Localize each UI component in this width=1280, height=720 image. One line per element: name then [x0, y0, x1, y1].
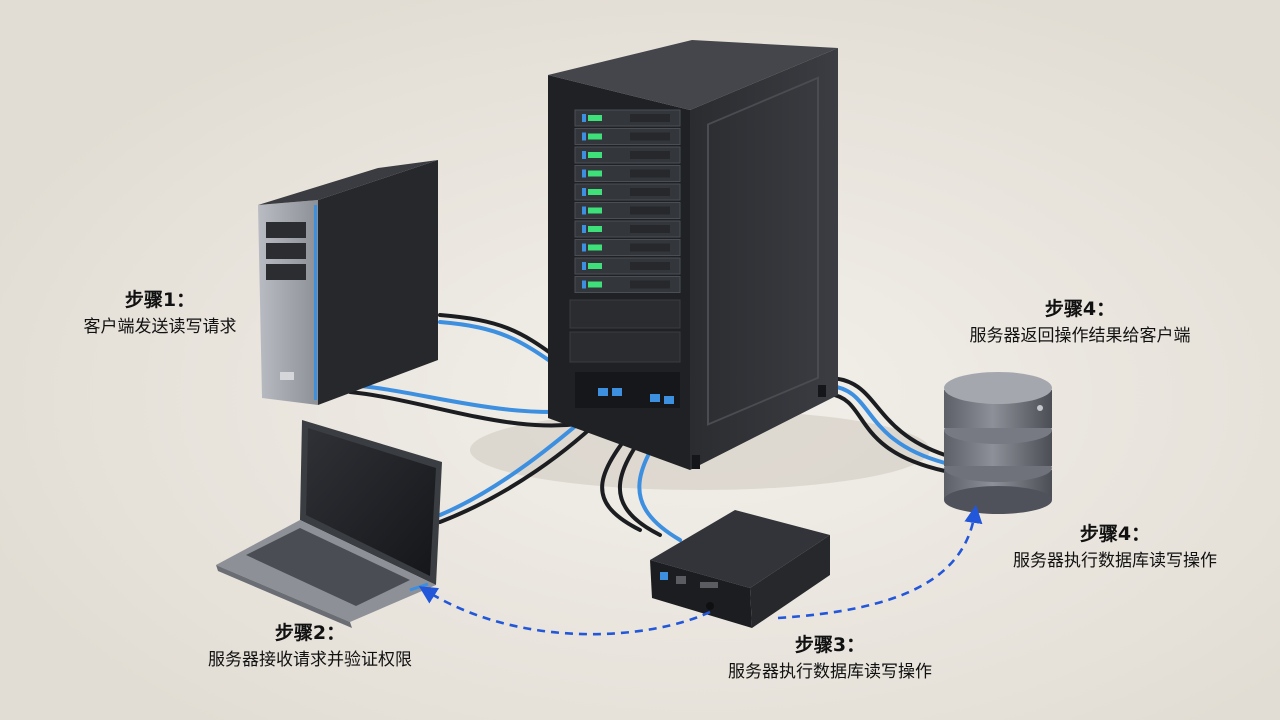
step-1-label: 步骤1： 客户端发送读写请求 [40, 287, 280, 339]
step-3-title: 步骤3： [794, 634, 866, 656]
rack-server-unit [574, 239, 681, 256]
rack-server-unit [574, 202, 681, 219]
rack-server-unit [574, 183, 681, 201]
database-cylinder-icon [944, 372, 1052, 514]
rack-units [574, 109, 681, 293]
step-4-db-label: 步骤4： 服务器执行数据库读写操作 [975, 521, 1255, 573]
step-2-title: 步骤2： [274, 622, 346, 644]
step-1-desc: 客户端发送读写请求 [83, 316, 237, 337]
step-1-title: 步骤1： [124, 289, 196, 311]
arrow-to-laptop [418, 586, 711, 636]
rack-server-unit [574, 165, 681, 182]
step-4-return-label: 步骤4： 服务器返回操作结果给客户端 [930, 296, 1230, 348]
rack-server-unit [574, 109, 681, 127]
mini-pc-icon [650, 510, 830, 628]
flow-arrows [418, 504, 983, 636]
step-4-db-desc: 服务器执行数据库读写操作 [1013, 550, 1217, 571]
rack-server-unit [574, 146, 681, 164]
rack-server-unit [574, 257, 681, 275]
step-4-db-title: 步骤4： [1079, 523, 1151, 545]
step-4-return-title: 步骤4： [1044, 298, 1116, 320]
step-4-return-desc: 服务器返回操作结果给客户端 [969, 325, 1191, 346]
server-rack-icon [548, 40, 838, 470]
laptop-icon [216, 420, 442, 628]
step-2-label: 步骤2： 服务器接收请求并验证权限 [160, 620, 460, 672]
rack-server-unit [574, 220, 681, 238]
step-3-label: 步骤3： 服务器执行数据库读写操作 [680, 632, 980, 684]
step-3-desc: 服务器执行数据库读写操作 [728, 661, 932, 682]
rack-server-unit [574, 276, 681, 293]
rack-server-unit [574, 128, 681, 145]
step-2-desc: 服务器接收请求并验证权限 [208, 649, 412, 670]
desktop-tower-icon [258, 160, 438, 405]
arrow-to-database [777, 504, 983, 620]
